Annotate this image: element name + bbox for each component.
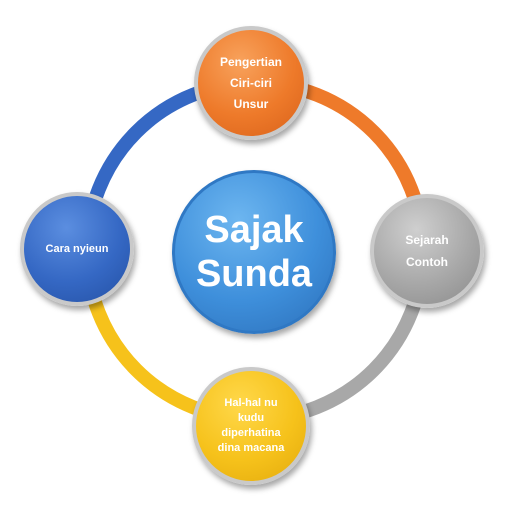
center-title-line1: Sajak: [204, 209, 304, 251]
center-node-sajak-sunda: Sajak Sunda: [172, 170, 336, 334]
node-top: Pengertian Ciri-ciri Unsur: [194, 26, 308, 140]
node-right: Sejarah Contoh: [370, 194, 484, 308]
node-right-line: Contoh: [406, 255, 448, 269]
node-left-line: Cara nyieun: [45, 243, 109, 255]
node-top-line: Pengertian: [219, 54, 282, 69]
center-title-line2: Sunda: [195, 253, 313, 295]
node-bottom-line: diperhatina: [221, 427, 281, 439]
node-bottom-line: dina macana: [217, 442, 285, 454]
node-top-line: Unsur: [233, 96, 269, 111]
node-bottom-line: kudu: [237, 412, 265, 424]
node-right-line: Sejarah: [405, 233, 449, 247]
node-top-line: Ciri-ciri: [229, 75, 272, 90]
node-left: Cara nyieun: [20, 192, 134, 306]
node-bottom-line: Hal-hal nu: [224, 397, 278, 409]
node-bottom: Hal-hal nu kudu diperhatina dina macana: [192, 367, 310, 485]
